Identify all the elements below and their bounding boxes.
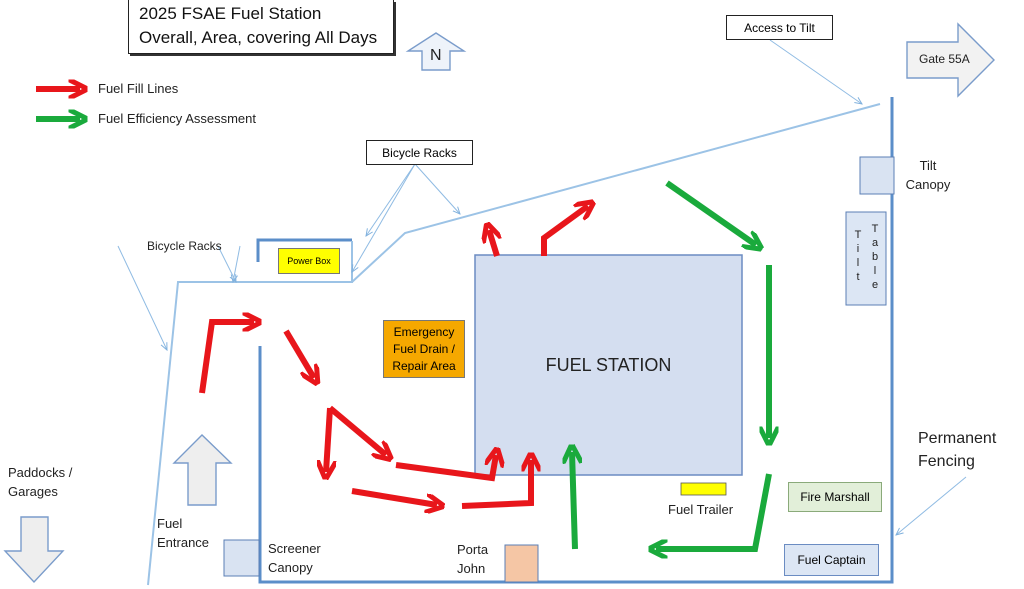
tilt-canopy-label: Tilt Canopy [905,158,951,192]
permanent-fencing-label: Permanent Fencing [918,430,997,470]
north-label: N [430,47,442,64]
fire-marshall-box: Fire Marshall [788,482,882,512]
tilt-table-letter: a [871,237,879,249]
tilt-table-letter: b [871,251,879,263]
access-path [147,103,881,586]
tilt-table-box [845,211,887,306]
title-line-1: 2025 FSAE Fuel Station [139,4,322,23]
gate-arrow-shape [906,22,995,98]
red-arrow-bottom [461,460,531,509]
power-box: Power Box [278,248,340,274]
red-arrow-lower [351,488,437,505]
tilt-table-letter: T [854,229,862,241]
callout-pointers [117,39,967,535]
paddocks-label: Paddocks / Garages [8,465,73,499]
fuel-station-building [474,254,743,476]
tilt-table-letter: l [856,257,860,269]
paddocks-arrow [3,516,65,584]
tilt-table-letter: t [856,271,860,283]
screener-canopy-label: Screener Canopy [268,541,321,575]
fuel-trailer-box [680,482,727,496]
bicycle-racks-top-callout: Bicycle Racks [366,140,473,165]
red-arrow-mid [395,455,496,482]
red-arrow-upper [328,405,386,455]
fence-main [258,97,894,584]
legend-fill-label: Fuel Fill Lines [98,81,179,96]
red-arrow-diag [283,329,314,378]
title-line-2: Overall, Area, covering All Days [139,28,378,47]
green-arrow-diag [665,180,756,245]
red-arrow-top-left [489,230,497,257]
red-arrow-down [326,407,330,472]
legend-arrows [36,89,80,119]
fuel-captain-box: Fuel Captain [784,544,879,576]
tilt-table-letter: l [873,265,877,277]
access-tilt-callout: Access to Tilt [726,15,833,40]
emergency-repair-area: Emergency Fuel Drain / Repair Area [383,320,465,378]
tilt-canopy-box [859,156,895,195]
porta-john-box [504,544,539,583]
red-arrow-entrance [199,322,254,394]
green-arrow-up [572,452,575,550]
porta-john-label: Porta John [457,542,489,576]
compass-arrow [405,32,467,71]
tilt-table-letter: T [871,223,879,235]
perimeter-fence [256,97,894,584]
screener-canopy-box [223,539,260,577]
bicycle-racks-left-label: Bicycle Racks [147,239,222,253]
fuel-station-label: FUEL STATION [545,354,672,375]
diagram-title: 2025 FSAE Fuel Station Overall, Area, co… [128,0,394,54]
gate-label: Gate 55A [919,52,970,66]
tilt-table-letter: i [856,243,860,255]
fuel-entrance-arrow [172,434,233,506]
block-arrows [3,22,995,584]
fuel-trailer-label: Fuel Trailer [668,502,734,517]
tilt-table-letter: e [871,279,879,291]
legend-efficiency-label: Fuel Efficiency Assessment [98,111,256,126]
fence-top-stub [256,238,352,262]
red-arrow-top-right [541,206,588,256]
fuel-entrance-label: Fuel Entrance [157,516,210,550]
efficiency-lines [572,180,772,550]
green-arrow-bottom [656,473,772,549]
fuel-fill-lines [199,206,588,509]
